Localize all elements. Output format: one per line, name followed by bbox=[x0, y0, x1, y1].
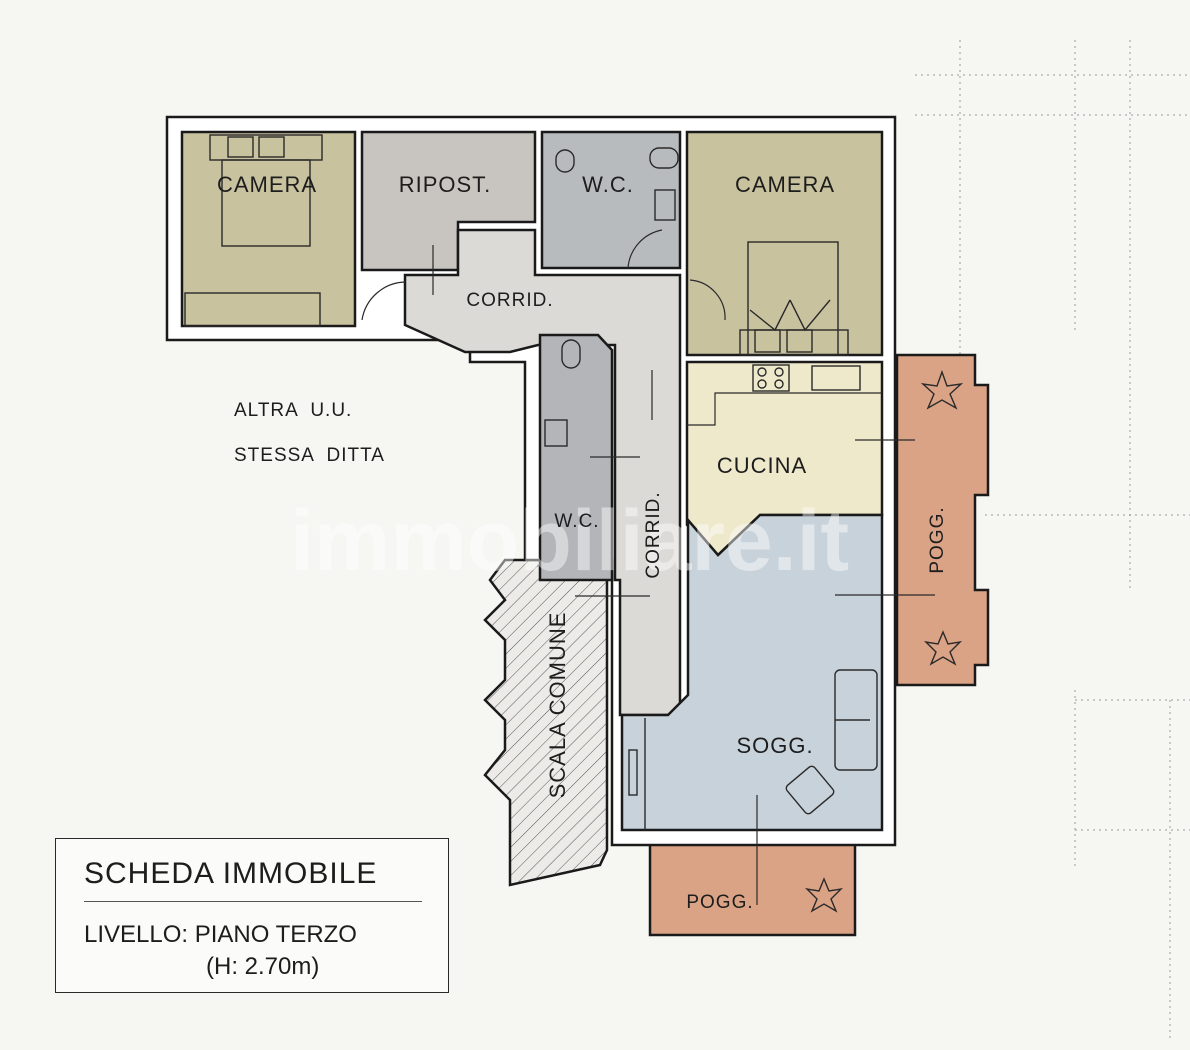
toilet-icon bbox=[544, 147, 679, 447]
label-other-unit-1: ALTRA U.U. bbox=[234, 400, 352, 421]
label-wc-top: W.C. bbox=[582, 172, 634, 197]
sofa-icon bbox=[834, 669, 878, 771]
info-divider bbox=[84, 901, 422, 902]
armchair-icon bbox=[785, 765, 835, 815]
label-camera-right: CAMERA bbox=[735, 172, 835, 197]
label-poggiolo-bottom: POGG. bbox=[686, 892, 753, 913]
label-wc-lower: W.C. bbox=[554, 511, 599, 532]
room-ripostiglio bbox=[360, 130, 537, 272]
bed-left-icon bbox=[184, 134, 323, 327]
dotted-grid bbox=[915, 40, 1190, 1040]
label-camera-left: CAMERA bbox=[217, 172, 317, 197]
room-soggiorno bbox=[620, 513, 884, 832]
label-corridor-top: CORRID. bbox=[466, 290, 553, 311]
label-scala-comune: SCALA COMUNE bbox=[545, 612, 570, 799]
info-level: LIVELLO: PIANO TERZO bbox=[84, 921, 357, 948]
watermark-logo: immobiliare.it bbox=[290, 493, 849, 589]
door-swings bbox=[361, 229, 935, 905]
label-corridor-vertical: CORRID. bbox=[643, 491, 664, 578]
label-other-unit-2: STESSA DITTA bbox=[234, 445, 385, 466]
label-poggiolo-right: POGG. bbox=[927, 506, 948, 573]
info-height: (H: 2.70m) bbox=[206, 953, 320, 980]
wardrobe-icon bbox=[628, 718, 646, 830]
kitchen-counter-icon bbox=[687, 364, 882, 426]
room-corridor bbox=[403, 228, 682, 717]
property-info-box: SCHEDA IMMOBILE LIVELLO: PIANO TERZO (H:… bbox=[55, 838, 449, 993]
common-stair bbox=[483, 558, 609, 887]
room-wc-lower bbox=[538, 333, 614, 582]
room-camera-right bbox=[685, 130, 884, 357]
balcony-right bbox=[895, 353, 990, 687]
label-ripostiglio: RIPOST. bbox=[399, 172, 492, 197]
plant-icons bbox=[804, 369, 964, 913]
balcony-bottom bbox=[648, 841, 857, 937]
room-camera-left bbox=[180, 130, 357, 328]
label-soggiorno: SOGG. bbox=[736, 733, 813, 758]
info-title: SCHEDA IMMOBILE bbox=[84, 857, 378, 890]
bed-right-icon bbox=[739, 241, 849, 356]
room-wc-top bbox=[540, 130, 682, 270]
label-cucina: CUCINA bbox=[717, 453, 807, 478]
